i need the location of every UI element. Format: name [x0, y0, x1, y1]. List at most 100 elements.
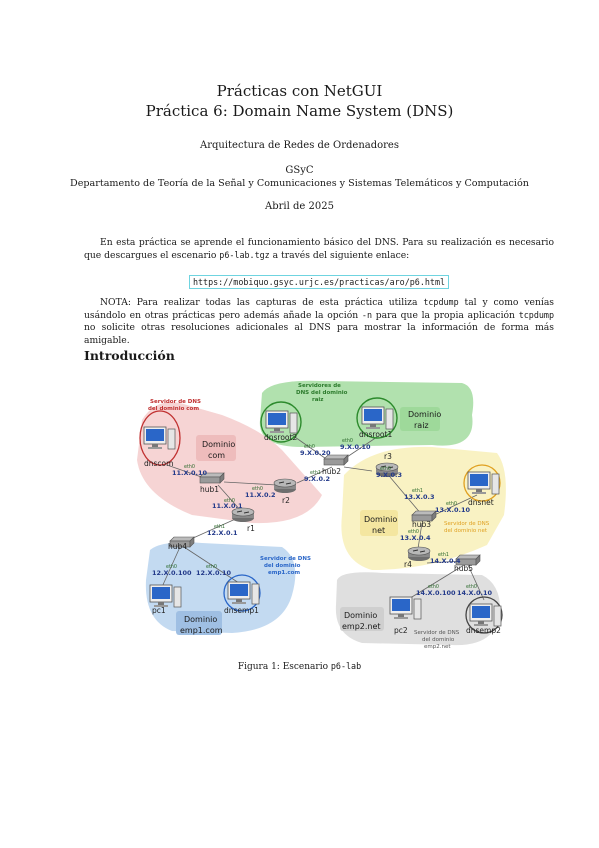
caption-prefix: Figura 1: Escenario — [237, 662, 331, 672]
svg-text:dnsemp1: dnsemp1 — [224, 606, 259, 615]
course-name: Arquitectura de Redes de Ordenadores — [200, 140, 399, 151]
svg-text:emp2.net: emp2.net — [342, 622, 381, 631]
node-dnsemp1: dnsemp1 — [223, 574, 261, 615]
svg-text:11.X.0.1: 11.X.0.1 — [212, 502, 243, 510]
svg-text:13.X.0.10: 13.X.0.10 — [435, 506, 471, 514]
scenario-file: p6-lab.tgz — [219, 250, 270, 261]
svg-text:Servidor de DNS: Servidor de DNS — [260, 556, 311, 562]
svg-text:eth0: eth0 — [446, 501, 457, 507]
svg-text:eth0: eth0 — [408, 529, 419, 535]
node-dnscom: dnscom — [139, 410, 181, 468]
svg-text:pc1: pc1 — [152, 606, 166, 615]
network-figure: dnsroot2 dnsroot1 dnscom hub2 hub1 r2 r1… — [132, 375, 512, 660]
department: Departamento de Teoría de la Señal y Com… — [70, 178, 529, 189]
intro-paragraph: En esta práctica se aprende el funcionam… — [84, 237, 554, 262]
svg-text:9.X.0.10: 9.X.0.10 — [340, 443, 371, 451]
svg-text:13.X.0.4: 13.X.0.4 — [400, 534, 431, 542]
svg-text:12.X.0.1: 12.X.0.1 — [207, 529, 238, 537]
node-pc2: pc2 — [389, 596, 422, 635]
svg-text:del dominio net: del dominio net — [444, 528, 488, 534]
svg-text:net: net — [372, 526, 385, 535]
figure-caption: Figura 1: Escenario p6-lab — [0, 661, 599, 672]
network-diagram: dnsroot2 dnsroot1 dnscom hub2 hub1 r2 r1… — [137, 380, 506, 650]
svg-text:eth0: eth0 — [380, 466, 391, 472]
svg-text:eth0: eth0 — [342, 438, 353, 444]
organization: GSyC — [285, 165, 314, 176]
node-r3: r3 — [375, 452, 399, 478]
svg-text:eth1: eth1 — [310, 470, 321, 476]
tcpdump-command-2: tcpdump — [518, 310, 554, 321]
n-option: -n — [361, 310, 372, 321]
svg-text:raiz: raiz — [414, 421, 429, 430]
node-hub2: hub2 — [322, 454, 349, 476]
svg-text:emp1.com: emp1.com — [268, 570, 300, 576]
svg-text:r4: r4 — [404, 560, 412, 569]
ip-addresses: 9.X.0.20 9.X.0.10 9.X.0.2 9.X.0.3 11.X.0… — [152, 443, 493, 597]
svg-text:9.X.0.20: 9.X.0.20 — [300, 449, 331, 457]
node-dnsroot2: dnsroot2 — [260, 401, 302, 443]
svg-text:eth0: eth0 — [206, 564, 217, 570]
note-text-1: NOTA: Para realizar todas las capturas d… — [100, 297, 424, 308]
svg-text:dnsroot2: dnsroot2 — [264, 433, 297, 442]
note-paragraph: NOTA: Para realizar todas las capturas d… — [84, 296, 554, 347]
svg-text:eth0: eth0 — [466, 584, 477, 590]
domain-labels: Dominio raiz Dominio com Dominio net Dom… — [176, 407, 441, 635]
node-hub5: hub5 — [454, 554, 481, 573]
node-r4: r4 — [404, 546, 431, 569]
svg-text:del dominio com: del dominio com — [148, 406, 199, 412]
svg-text:Dominio: Dominio — [202, 440, 235, 449]
svg-text:dnsroot1: dnsroot1 — [359, 430, 392, 439]
document-title-line1: Prácticas con NetGUI — [216, 82, 383, 100]
svg-text:r2: r2 — [282, 496, 290, 505]
svg-text:Dominio: Dominio — [184, 615, 217, 624]
download-link[interactable]: https://mobiquo.gsyc.urjc.es/practicas/a… — [189, 275, 449, 289]
intro-text-1: En esta práctica se aprende el funcionam… — [84, 237, 554, 262]
note-text-2: tal y como venías usándolo en otras prác… — [84, 297, 555, 322]
node-r2: r2 — [273, 478, 297, 505]
node-dnsemp2: dnsemp2 — [465, 596, 503, 635]
svg-text:Dominio: Dominio — [408, 410, 441, 419]
svg-text:Dominio: Dominio — [364, 515, 397, 524]
svg-text:14.X.0.100: 14.X.0.100 — [416, 589, 456, 597]
zone-com — [137, 402, 322, 524]
node-r1: r1 — [231, 507, 255, 533]
zone-emp1 — [145, 542, 296, 633]
svg-text:9.X.0.3: 9.X.0.3 — [376, 471, 402, 479]
svg-text:14.X.0.4: 14.X.0.4 — [430, 557, 461, 565]
svg-text:eth0: eth0 — [224, 498, 235, 504]
svg-text:12.X.0.100: 12.X.0.100 — [152, 569, 192, 577]
svg-text:hub2: hub2 — [322, 467, 341, 476]
server-labels: Servidores de DNS del dominio raiz Servi… — [148, 383, 490, 650]
document-date: Abril de 2025 — [265, 201, 334, 212]
node-dnsnet: dnsnet — [463, 464, 501, 507]
svg-text:del dominio: del dominio — [264, 563, 301, 569]
svg-text:eth1: eth1 — [412, 488, 423, 494]
svg-text:dnscom: dnscom — [144, 459, 173, 468]
svg-text:com: com — [208, 451, 225, 460]
svg-text:hub1: hub1 — [200, 485, 219, 494]
svg-text:dnsemp2: dnsemp2 — [466, 626, 501, 635]
node-hub4: hub4 — [168, 536, 195, 551]
svg-text:pc2: pc2 — [394, 626, 408, 635]
svg-text:11.X.0.2: 11.X.0.2 — [245, 491, 276, 499]
tcpdump-command: tcpdump — [423, 297, 459, 307]
svg-text:11.X.0.10: 11.X.0.10 — [172, 469, 208, 477]
document-title-line2: Práctica 6: Domain Name System (DNS) — [145, 102, 454, 120]
svg-text:13.X.0.3: 13.X.0.3 — [404, 493, 435, 501]
svg-text:dnsnet: dnsnet — [468, 498, 494, 507]
section-title: Introducción — [84, 348, 175, 363]
svg-text:r3: r3 — [384, 452, 392, 461]
svg-text:Servidor de DNS: Servidor de DNS — [414, 630, 460, 636]
svg-text:DNS del dominio: DNS del dominio — [296, 390, 348, 396]
node-pc1: pc1 — [149, 584, 182, 615]
svg-text:eth0: eth0 — [304, 444, 315, 450]
svg-text:9.X.0.2: 9.X.0.2 — [304, 475, 330, 483]
node-hub3: hub3 — [411, 510, 437, 529]
svg-text:emp1.com: emp1.com — [180, 626, 223, 635]
svg-text:del dominio: del dominio — [422, 637, 455, 643]
node-dnsroot1: dnsroot1 — [356, 397, 398, 439]
svg-text:12.X.0.10: 12.X.0.10 — [196, 569, 232, 577]
svg-text:eth0: eth0 — [166, 564, 177, 570]
caption-code: p6-lab — [330, 661, 362, 671]
note-text-4: no solicite otras resoluciones adicional… — [84, 322, 554, 346]
